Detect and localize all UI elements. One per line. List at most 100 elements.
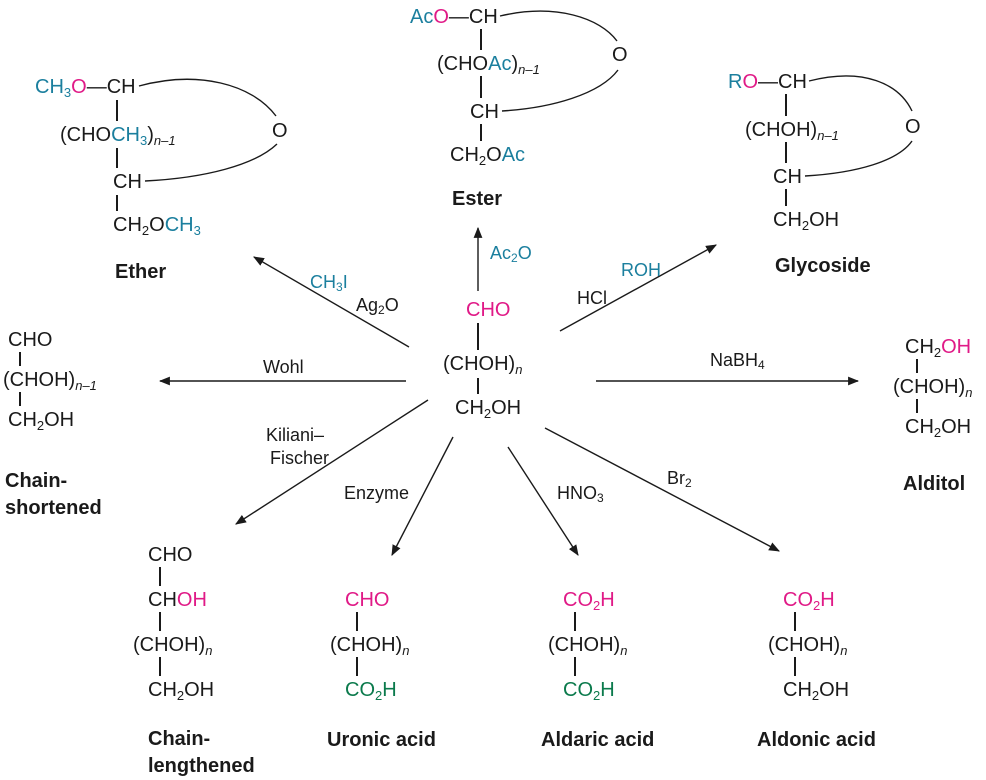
uronic-acid-label: Uronic acid xyxy=(327,729,436,751)
alditol-formula-row-2: (CHOH)n xyxy=(893,375,972,399)
reagent-hcl: HCl xyxy=(577,287,607,309)
ether-bond xyxy=(116,148,118,168)
alditol-bond xyxy=(916,399,918,413)
formula-segment: CHO xyxy=(466,299,511,321)
glycoside-label: Glycoside xyxy=(775,255,871,277)
formula-segment: (CHO xyxy=(437,53,489,75)
reagent-kiliani-fischer-line2: Fischer xyxy=(270,447,329,469)
formula-segment: OH xyxy=(44,409,75,431)
central-aldose-formula-row-3: CH2OH xyxy=(455,396,521,420)
alditol-formula-row-3: CH2OH xyxy=(905,415,971,439)
glycoside-ring-bond xyxy=(804,140,913,177)
formula-segment: R xyxy=(728,71,743,93)
aldonic-acid-label: Aldonic acid xyxy=(757,729,876,751)
formula-segment: OH xyxy=(941,416,972,438)
aldaric-acid-formula-row-3: CO2H xyxy=(563,678,615,702)
ester-formula-row-4: CH2OAc xyxy=(450,143,525,167)
formula-segment: HNO3 xyxy=(557,483,604,505)
uronic-acid-bond xyxy=(356,612,358,631)
chain-shortened-label: Chain- xyxy=(5,470,68,492)
ether-ring-bond xyxy=(144,143,278,182)
aldonic-acid-formula-row-2: (CHOH)n xyxy=(768,633,847,657)
aldaric-acid-bond xyxy=(574,657,576,676)
formula-segment: OH xyxy=(819,679,850,701)
formula-segment: O xyxy=(517,243,532,263)
formula-segment: O xyxy=(486,144,502,166)
aldonic-acid-formula-row-3: CH2OH xyxy=(783,678,849,702)
ether-formula-row-1: CH3O—CH xyxy=(35,75,136,99)
chain-shortened-formula-row-1: CHO xyxy=(8,328,52,352)
formula-segment: CH xyxy=(468,6,498,28)
formula-segment: CO2 xyxy=(783,589,821,613)
central-aldose-bond xyxy=(477,378,479,394)
aldonic-acid-bond xyxy=(794,612,796,631)
formula-segment: CO2 xyxy=(563,679,601,703)
formula-segment: CH3 xyxy=(111,124,148,148)
reagent-wohl: Wohl xyxy=(263,356,304,378)
glycoside-formula-row-1: RO—CH xyxy=(728,70,807,94)
formula-segment: — xyxy=(448,6,469,28)
formula-segment: Ac xyxy=(488,53,512,75)
formula-segment: H xyxy=(820,589,835,611)
formula-segment: O xyxy=(905,116,921,138)
formula-segment: O xyxy=(612,44,628,66)
chain-lengthened-formula-row-2: CHOH xyxy=(148,588,207,612)
ether-ring-bond xyxy=(138,78,277,117)
formula-segment: Ag2 xyxy=(356,295,385,317)
formula-segment: (CHOH)n xyxy=(548,634,628,658)
alditol-label: Alditol xyxy=(903,473,966,495)
uronic-acid-formula-row-1: CHO xyxy=(345,588,389,612)
glycoside-bond xyxy=(785,189,787,206)
formula-segment: (CHOH)n xyxy=(443,353,523,377)
chain-lengthened-formula-row-3: (CHOH)n xyxy=(133,633,212,657)
formula-segment: CHO xyxy=(148,544,193,566)
formula-segment: Ac xyxy=(410,6,434,28)
formula-segment: Fischer xyxy=(270,448,330,468)
formula-segment: O xyxy=(742,71,759,93)
formula-segment: (CHOH)n xyxy=(893,376,973,400)
formula-segment: H xyxy=(600,679,615,701)
formula-segment: Ac xyxy=(501,144,526,166)
formula-segment: OH xyxy=(491,397,522,419)
arrow-to-chain-lengthened xyxy=(235,399,429,525)
formula-segment: )n–1 xyxy=(147,124,176,148)
glycoside-ring-bond xyxy=(808,75,913,112)
formula-segment: CH xyxy=(106,76,136,98)
ester-bond xyxy=(480,124,482,141)
formula-segment: CHO xyxy=(8,329,53,351)
formula-segment: H xyxy=(382,679,397,701)
ester-ring-bond xyxy=(501,69,619,112)
reagent-kiliani-fischer-line1: Kiliani– xyxy=(266,424,324,446)
ether-formula-row-3: CH xyxy=(113,170,142,194)
reagent-roh: ROH xyxy=(621,259,661,281)
formula-segment: CH xyxy=(778,71,807,93)
ether-ring-oxygen: O xyxy=(272,119,288,143)
arrow-to-ether xyxy=(253,256,410,348)
glycoside-bond xyxy=(785,94,787,116)
aldaric-acid-formula-row-2: (CHOH)n xyxy=(548,633,627,657)
aldonic-acid-formula-row-1: CO2H xyxy=(783,588,835,612)
formula-segment: OH xyxy=(941,336,972,358)
formula-segment: H xyxy=(600,589,615,611)
alditol-formula-row-1: CH2OH xyxy=(905,335,971,359)
formula-segment: CO2 xyxy=(345,679,383,703)
central-aldose-formula-row-1: CHO xyxy=(466,298,510,322)
formula-segment: CH2 xyxy=(450,144,487,168)
glycoside-formula-row-4: CH2OH xyxy=(773,208,839,232)
formula-segment: (CHOH)n xyxy=(330,634,410,658)
formula-segment: O xyxy=(433,6,449,28)
glycoside-formula-row-3: CH xyxy=(773,165,802,189)
formula-segment: O xyxy=(384,295,399,315)
formula-segment: )n–1 xyxy=(511,53,540,77)
formula-segment: (CHO xyxy=(60,124,112,146)
aldaric-acid-label: Aldaric acid xyxy=(541,729,655,751)
formula-segment: (CHOH)n xyxy=(133,634,213,658)
arrow-to-uronic-acid xyxy=(391,436,454,556)
formula-segment: CH2 xyxy=(8,409,45,433)
arrow-to-aldaric-acid xyxy=(507,446,579,556)
formula-segment: O xyxy=(71,76,87,98)
chain-lengthened-formula-row-4: CH2OH xyxy=(148,678,214,702)
formula-segment: CH2 xyxy=(783,679,820,703)
